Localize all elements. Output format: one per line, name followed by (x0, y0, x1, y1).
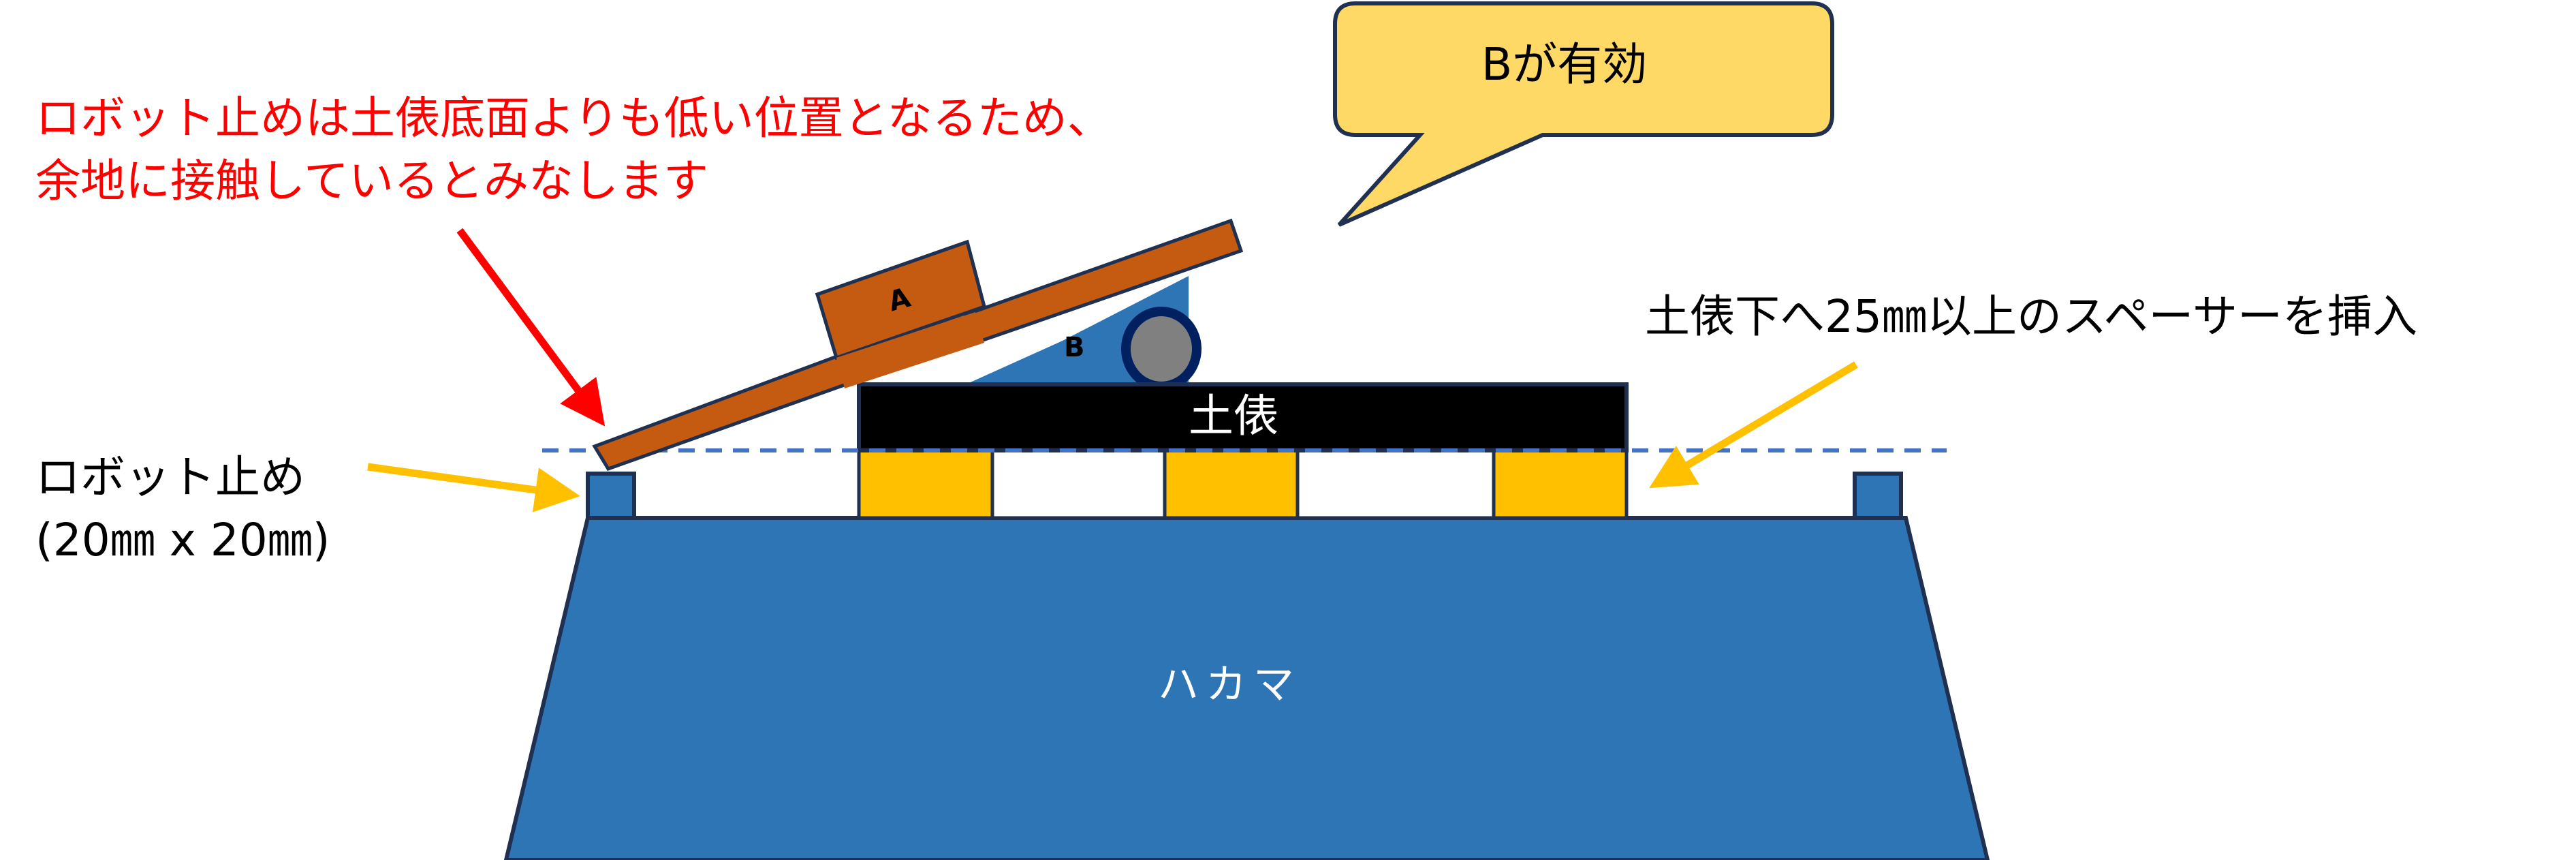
spacer-row (857, 448, 1629, 520)
hakama-label: ハカマ (1158, 661, 1301, 709)
spacer-yellow (857, 448, 994, 520)
robot-stopper-label-line-1: ロボット止め (35, 451, 305, 504)
robot-stopper-right (1853, 472, 1903, 520)
wheel (1121, 307, 1201, 391)
red-explanation-note: ロボット止めは土俵底面よりも低い位置となるため、 余地に接触しているとみなします (35, 87, 1112, 213)
dohyo-bar (857, 382, 1629, 452)
yellow-arrow-spacer (1649, 361, 1858, 489)
red-note-line-1: ロボット止めは土俵底面よりも低い位置となるため、 (35, 92, 1112, 144)
callout-bubble (1333, 1, 1834, 227)
red-note-line-2: 余地に接触しているとみなします (35, 155, 709, 207)
robot-stopper-left (586, 472, 636, 520)
red-arrow (456, 228, 606, 427)
callout-text: Bが有効 (1481, 38, 1648, 91)
ramp-plank-middle (836, 312, 984, 388)
robot-b-label: B (1064, 332, 1085, 363)
dohyo-label: 土俵 (1189, 390, 1278, 442)
robot-stopper-label: ロボット止め (20㎜ x 20㎜) (35, 446, 330, 572)
spacer-yellow (1163, 448, 1300, 520)
robot-stopper-label-line-2: (20㎜ x 20㎜) (35, 514, 330, 566)
yellow-arrow-stopper (367, 463, 580, 512)
spacer-yellow (1492, 448, 1629, 520)
spacer-note: 土俵下へ25㎜以上のスペーサーを挿入 (1645, 290, 2418, 343)
